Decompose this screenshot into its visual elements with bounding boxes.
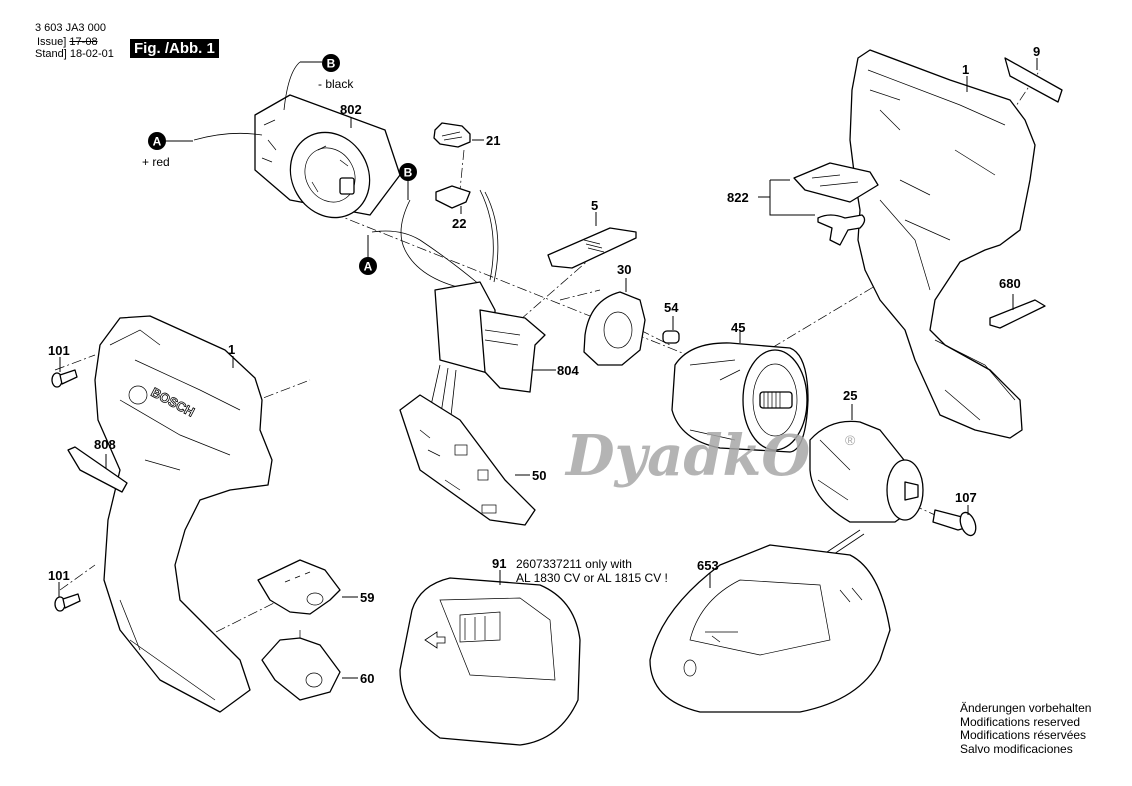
- part-number-30: 30: [617, 262, 631, 277]
- housing-left-1[interactable]: BOSCH: [94, 315, 273, 713]
- watermark: DyadkO ®: [564, 423, 856, 489]
- part-number-59: 59: [360, 590, 374, 605]
- label-plate-9[interactable]: [1004, 57, 1063, 103]
- label-plate-808[interactable]: [67, 446, 128, 493]
- part-number-25: 25: [843, 388, 857, 403]
- battery-note-line1: 2607337211 only with: [516, 557, 632, 571]
- switch-slider-5[interactable]: [547, 227, 637, 269]
- battery-pack-91[interactable]: [399, 577, 581, 746]
- modifications-notice: Änderungen vorbehalten Modifications res…: [960, 701, 1092, 756]
- connector-b-switch-letter: B: [404, 166, 413, 180]
- wire-red-label: + red: [142, 155, 170, 169]
- screw-101-top[interactable]: [51, 369, 78, 388]
- notice-en: Modifications reserved: [960, 714, 1081, 729]
- stand-value: 18-02-01: [69, 48, 114, 60]
- notice-de: Änderungen vorbehalten: [960, 701, 1092, 715]
- connector-a-switch-letter: A: [364, 260, 373, 274]
- wire-black-label: - black: [318, 77, 354, 91]
- watermark-text: DyadkO: [564, 423, 810, 489]
- part-number-107: 107: [955, 490, 977, 505]
- sensor-board-22[interactable]: [435, 185, 471, 209]
- figure-label: Fig. /Abb. 1: [130, 39, 219, 58]
- part-number-22: 22: [452, 216, 466, 231]
- notice-fr: Modifications réservées: [960, 728, 1087, 742]
- battery-note-line2: AL 1830 CV or AL 1815 CV !: [516, 571, 668, 585]
- connector-a-letter: A: [153, 135, 162, 149]
- part-number-822: 822: [727, 190, 749, 205]
- issue-row: Issue] 17-08: [37, 36, 98, 48]
- electronics-board-50[interactable]: [399, 364, 536, 526]
- battery-cover-59[interactable]: [257, 559, 341, 615]
- charger-653[interactable]: [649, 529, 891, 713]
- part-number-5: 5: [591, 198, 598, 213]
- screwdriver-bit-680[interactable]: [989, 299, 1046, 329]
- issue-value: 17-08: [69, 36, 98, 48]
- part-number-45: 45: [731, 320, 745, 335]
- part-number-1-right: 1: [962, 62, 969, 77]
- part-number-21: 21: [486, 133, 500, 148]
- stand-row: Stand] 18-02-01: [35, 48, 114, 60]
- screw-107[interactable]: [932, 509, 979, 538]
- document-number: 3 603 JA3 000: [35, 22, 106, 34]
- part-number-653: 653: [697, 558, 719, 573]
- connector-b-badge: [322, 54, 340, 72]
- part-number-50: 50: [532, 468, 546, 483]
- part-number-91: 91: [492, 556, 506, 571]
- direction-ring-30[interactable]: [583, 291, 646, 366]
- rotation-switch-822[interactable]: [793, 162, 879, 246]
- part-number-680: 680: [999, 276, 1021, 291]
- part-number-101-bottom: 101: [48, 568, 70, 583]
- part-number-1-left: 1: [228, 342, 235, 357]
- screw-101-bottom[interactable]: [54, 593, 81, 612]
- part-number-808: 808: [94, 437, 116, 452]
- notice-es: Salvo modificaciones: [960, 741, 1073, 756]
- motor-802[interactable]: [193, 61, 401, 232]
- part-number-804: 804: [557, 363, 579, 378]
- part-number-60: 60: [360, 671, 374, 686]
- switch-wiring: B A: [359, 163, 499, 291]
- registered-mark: ®: [845, 432, 856, 448]
- screw-54[interactable]: [662, 330, 680, 344]
- chuck-25[interactable]: [809, 420, 924, 523]
- connector-b-letter: B: [327, 57, 336, 71]
- battery-latch-60[interactable]: [261, 637, 341, 701]
- part-number-9: 9: [1033, 44, 1040, 59]
- part-number-802: 802: [340, 102, 362, 117]
- stand-label: Stand: [35, 48, 64, 60]
- cap-21[interactable]: [433, 122, 471, 148]
- connector-a-motor: A + red: [142, 132, 193, 169]
- switch-804[interactable]: [434, 281, 546, 393]
- gearbox-45[interactable]: [671, 342, 809, 453]
- part-number-54: 54: [664, 300, 679, 315]
- issue-label: Issue: [37, 36, 64, 48]
- housing-right-1[interactable]: [849, 49, 1036, 439]
- connector-b-motor: B - black: [300, 54, 354, 91]
- part-number-101-top: 101: [48, 343, 70, 358]
